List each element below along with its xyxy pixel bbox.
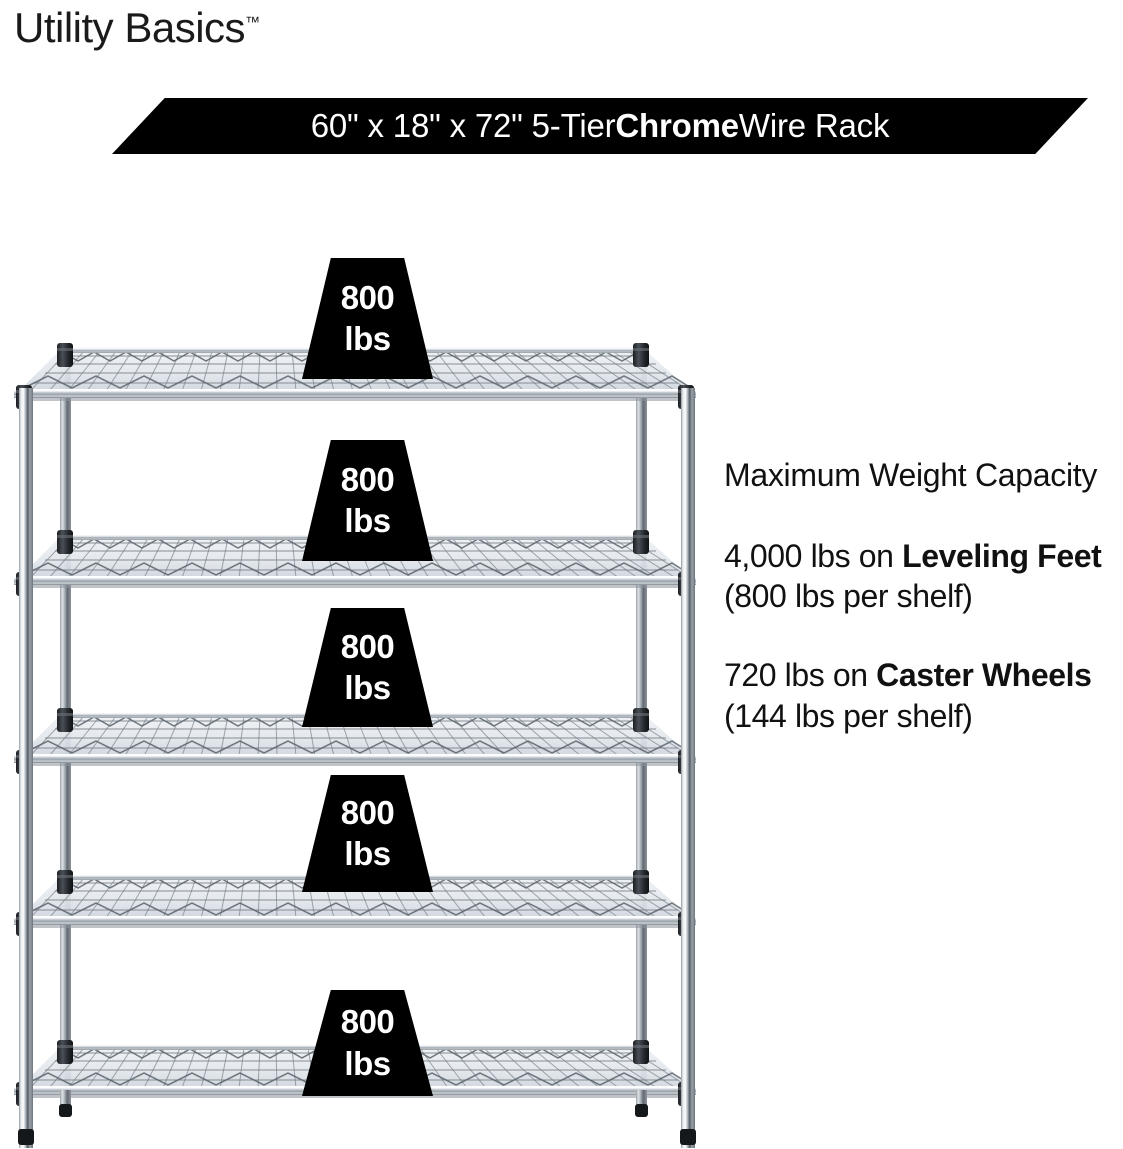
weight-badge-unit: lbs	[344, 669, 391, 706]
weight-badge-number: 800	[340, 627, 395, 665]
leveling-foot-back-left	[59, 1090, 72, 1117]
banner-text-suffix: Wire Rack	[738, 107, 890, 144]
weight-badge-shelf-2: 800 lbs	[302, 440, 433, 561]
weight-badge-unit: lbs	[344, 1044, 391, 1082]
weight-badge-shelf-1: 800 lbs	[302, 258, 433, 379]
weight-badge-unit: lbs	[344, 835, 391, 872]
weight-badge-unit: lbs	[344, 502, 391, 539]
leveling-foot-front-left	[18, 1111, 34, 1145]
leveling-foot-front-right	[680, 1111, 696, 1145]
wire-rack-illustration	[0, 330, 720, 1149]
banner-background	[112, 98, 1088, 154]
weight-badge-unit: lbs	[344, 320, 391, 357]
trademark-symbol: ™	[245, 14, 261, 31]
caster-wheels-bold: Caster Wheels	[876, 656, 1092, 693]
banner-text-bold: Chrome	[615, 107, 739, 144]
rack-front-post-left	[19, 388, 33, 1148]
weight-badge-number: 800	[340, 793, 395, 831]
caster-wheels-text-part1: 720 lbs on	[724, 656, 877, 693]
leveling-feet-bold: Leveling Feet	[902, 537, 1102, 574]
weight-badge-number: 800	[340, 278, 395, 316]
capacity-heading: Maximum Weight Capacity	[724, 457, 1098, 493]
rack-svg	[13, 343, 697, 1148]
banner-title-text: 60" x 18" x 72" 5-Tier Chrome Wire Rack	[112, 98, 1088, 154]
rack-front-post-right	[681, 388, 695, 1148]
brand-logo: Utility Basics™	[14, 4, 260, 52]
weight-badge-number: 800	[340, 460, 395, 498]
leveling-foot-back-right	[635, 1090, 648, 1117]
weight-badge-number: 800	[340, 1003, 395, 1041]
leveling-feet-text-part1: 4,000 lbs on	[724, 537, 903, 574]
caster-wheels-text-part2: (144 lbs per shelf)	[724, 697, 973, 734]
brand-name: Utility Basics	[14, 4, 246, 51]
leveling-feet-text-part2: (800 lbs per shelf)	[724, 578, 973, 615]
leveling-feet-capacity-text: 4,000 lbs on Leveling Feet (800 lbs per …	[724, 536, 1116, 617]
caster-wheels-capacity-text: 720 lbs on Caster Wheels (144 lbs per sh…	[724, 655, 1116, 736]
product-title-banner: 60" x 18" x 72" 5-Tier Chrome Wire Rack	[112, 98, 1088, 154]
banner-text-prefix: 60" x 18" x 72" 5-Tier	[310, 107, 616, 144]
weight-capacity-copy: Maximum Weight Capacity 4,000 lbs on Lev…	[724, 455, 1116, 774]
